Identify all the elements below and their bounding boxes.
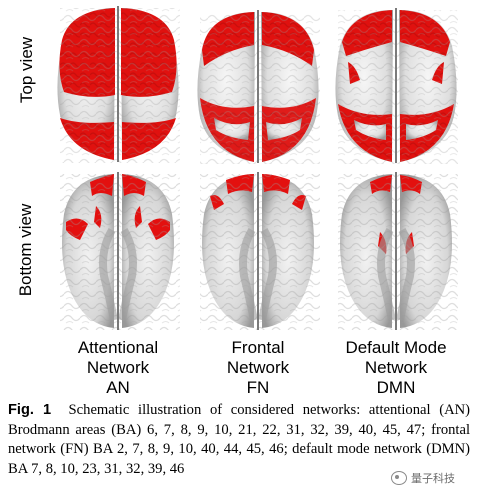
network-label-fn-abbr: FN [246, 378, 270, 397]
brain-top-an [57, 6, 180, 163]
brain-top-dmn [335, 8, 458, 164]
network-label-fn-line2: Network [226, 358, 290, 377]
network-label-an-abbr: AN [106, 378, 130, 397]
network-label-an-line2: Network [86, 358, 150, 377]
brain-bottom-an [60, 172, 180, 330]
watermark-text: 量子科技 [411, 472, 455, 485]
figure-caption-label: Fig. 1 [8, 402, 52, 418]
figure-caption: Fig. 1 Schematic illustration of conside… [8, 401, 470, 479]
network-label-dmn-abbr: DMN [376, 378, 416, 397]
network-label-fn-line1: Frontal [231, 338, 285, 357]
wechat-icon [391, 471, 407, 485]
network-label-dmn-line1: Default Mode [345, 338, 447, 357]
network-label-dmn: Default Mode Network DMN [321, 338, 471, 398]
brain-top-fn [197, 10, 320, 164]
watermark: 量子科技 [391, 470, 455, 486]
row-label-top-view: Top view [17, 36, 36, 104]
row-label-bottom-view: Bottom view [16, 203, 35, 297]
network-label-an-line1: Attentional [77, 338, 159, 357]
network-label-dmn-line2: Network [364, 358, 428, 377]
network-label-fn: Frontal Network FN [183, 338, 333, 398]
network-label-an: Attentional Network AN [43, 338, 193, 398]
brain-figure [57, 6, 458, 330]
brain-bottom-fn [200, 172, 320, 330]
figure-caption-text: Schematic illustration of considered net… [8, 402, 471, 477]
brain-bottom-dmn [338, 172, 458, 330]
